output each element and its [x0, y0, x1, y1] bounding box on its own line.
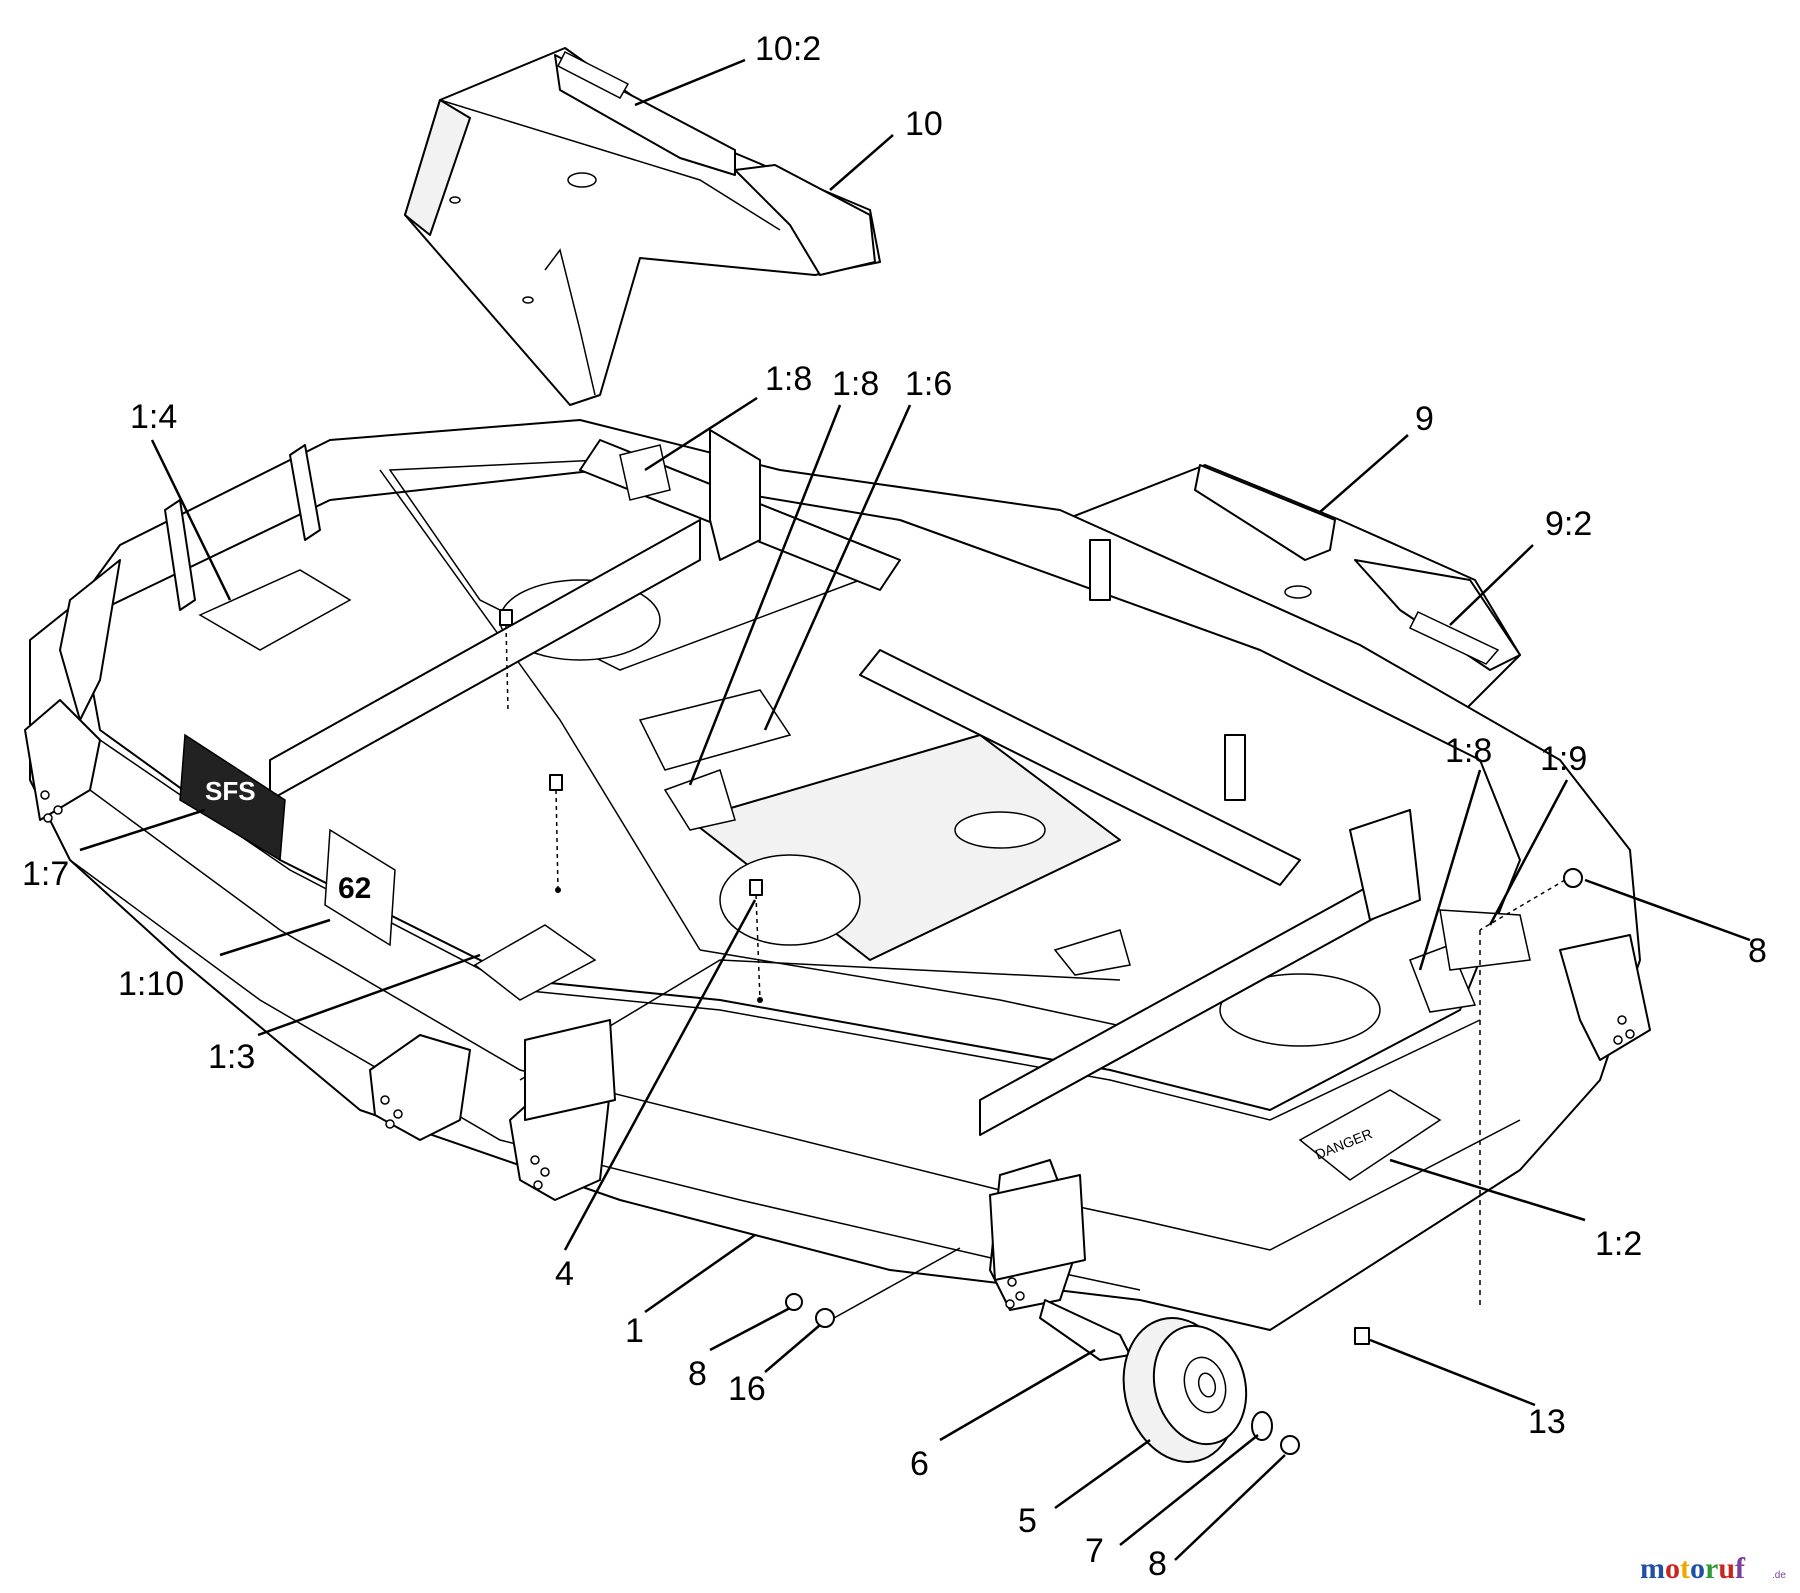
- watermark-letter: f: [1735, 1552, 1746, 1585]
- watermark-letter: r: [1705, 1552, 1718, 1585]
- callout-4: 4: [555, 1255, 574, 1293]
- callout-10-2: 10:2: [755, 30, 821, 68]
- decal-1-10: [324, 828, 396, 947]
- decal-62-text: 62: [338, 872, 371, 905]
- deck-rails: [269, 429, 1421, 1136]
- decal-10-2: [556, 50, 630, 99]
- callout-9-2: 9:2: [1545, 505, 1592, 543]
- watermark-letter: o: [1690, 1552, 1705, 1585]
- callout-1-2: 1:2: [1595, 1225, 1642, 1263]
- callout-7: 7: [1085, 1532, 1104, 1570]
- callout-1-7: 1:7: [22, 855, 69, 893]
- callout-1-10: 1:10: [118, 965, 184, 1003]
- callout-16: 16: [728, 1370, 766, 1408]
- callout-1-4: 1:4: [130, 398, 177, 436]
- decal-1-8-top: [619, 444, 671, 501]
- deck-decals: SFS 62 DANGER: [179, 444, 1531, 1181]
- callout-1-3: 1:3: [208, 1038, 255, 1076]
- decal-1-7: [179, 733, 286, 862]
- deflector-cover-10: [404, 47, 881, 406]
- callout-1-8-c: 1:8: [1445, 732, 1492, 770]
- decal-1-4: [198, 569, 352, 651]
- watermark-text: motoruf: [1640, 1552, 1746, 1585]
- callout-1: 1: [625, 1312, 644, 1350]
- callout-5: 5: [1018, 1502, 1037, 1540]
- callout-1-9: 1:9: [1540, 740, 1587, 778]
- deck-housing-1: [24, 419, 1651, 1331]
- callout-8-c: 8: [1148, 1545, 1167, 1583]
- callout-1-6: 1:6: [905, 365, 952, 403]
- spindle-plate: [1053, 929, 1131, 976]
- decal-9-2: [1408, 611, 1500, 665]
- callout-10: 10: [905, 105, 943, 143]
- callout-8-b: 8: [688, 1355, 707, 1393]
- decal-1-6: [638, 689, 792, 771]
- callout-6: 6: [910, 1445, 929, 1483]
- decal-1-3: [473, 924, 597, 1001]
- watermark-logo: motoruf .de: [1640, 1552, 1786, 1585]
- watermark-letter: m: [1640, 1552, 1665, 1585]
- decal-1-8-left: [663, 769, 736, 831]
- leader-lines: [79, 58, 1751, 1561]
- watermark-letter: o: [1665, 1552, 1680, 1585]
- callout-13: 13: [1528, 1403, 1566, 1441]
- callout-labels: 10:2 10 1:4 1:8 1:8 1:6 9 9:2 1:8 1:9 8 …: [22, 30, 1767, 1583]
- decal-1-9: [1439, 909, 1531, 971]
- decal-sfs-text: SFS: [205, 776, 256, 806]
- watermark-letter: t: [1680, 1552, 1690, 1585]
- watermark-letter: u: [1718, 1552, 1735, 1585]
- callout-1-8-b: 1:8: [832, 365, 879, 403]
- callout-9: 9: [1415, 400, 1434, 438]
- callout-1-8-a: 1:8: [765, 360, 812, 398]
- callout-8-a: 8: [1748, 932, 1767, 970]
- hardware: [499, 609, 1583, 1463]
- watermark-suffix: .de: [1772, 1570, 1786, 1581]
- decal-1-2: [1298, 1089, 1442, 1181]
- decal-1-8-right: [1409, 944, 1477, 1013]
